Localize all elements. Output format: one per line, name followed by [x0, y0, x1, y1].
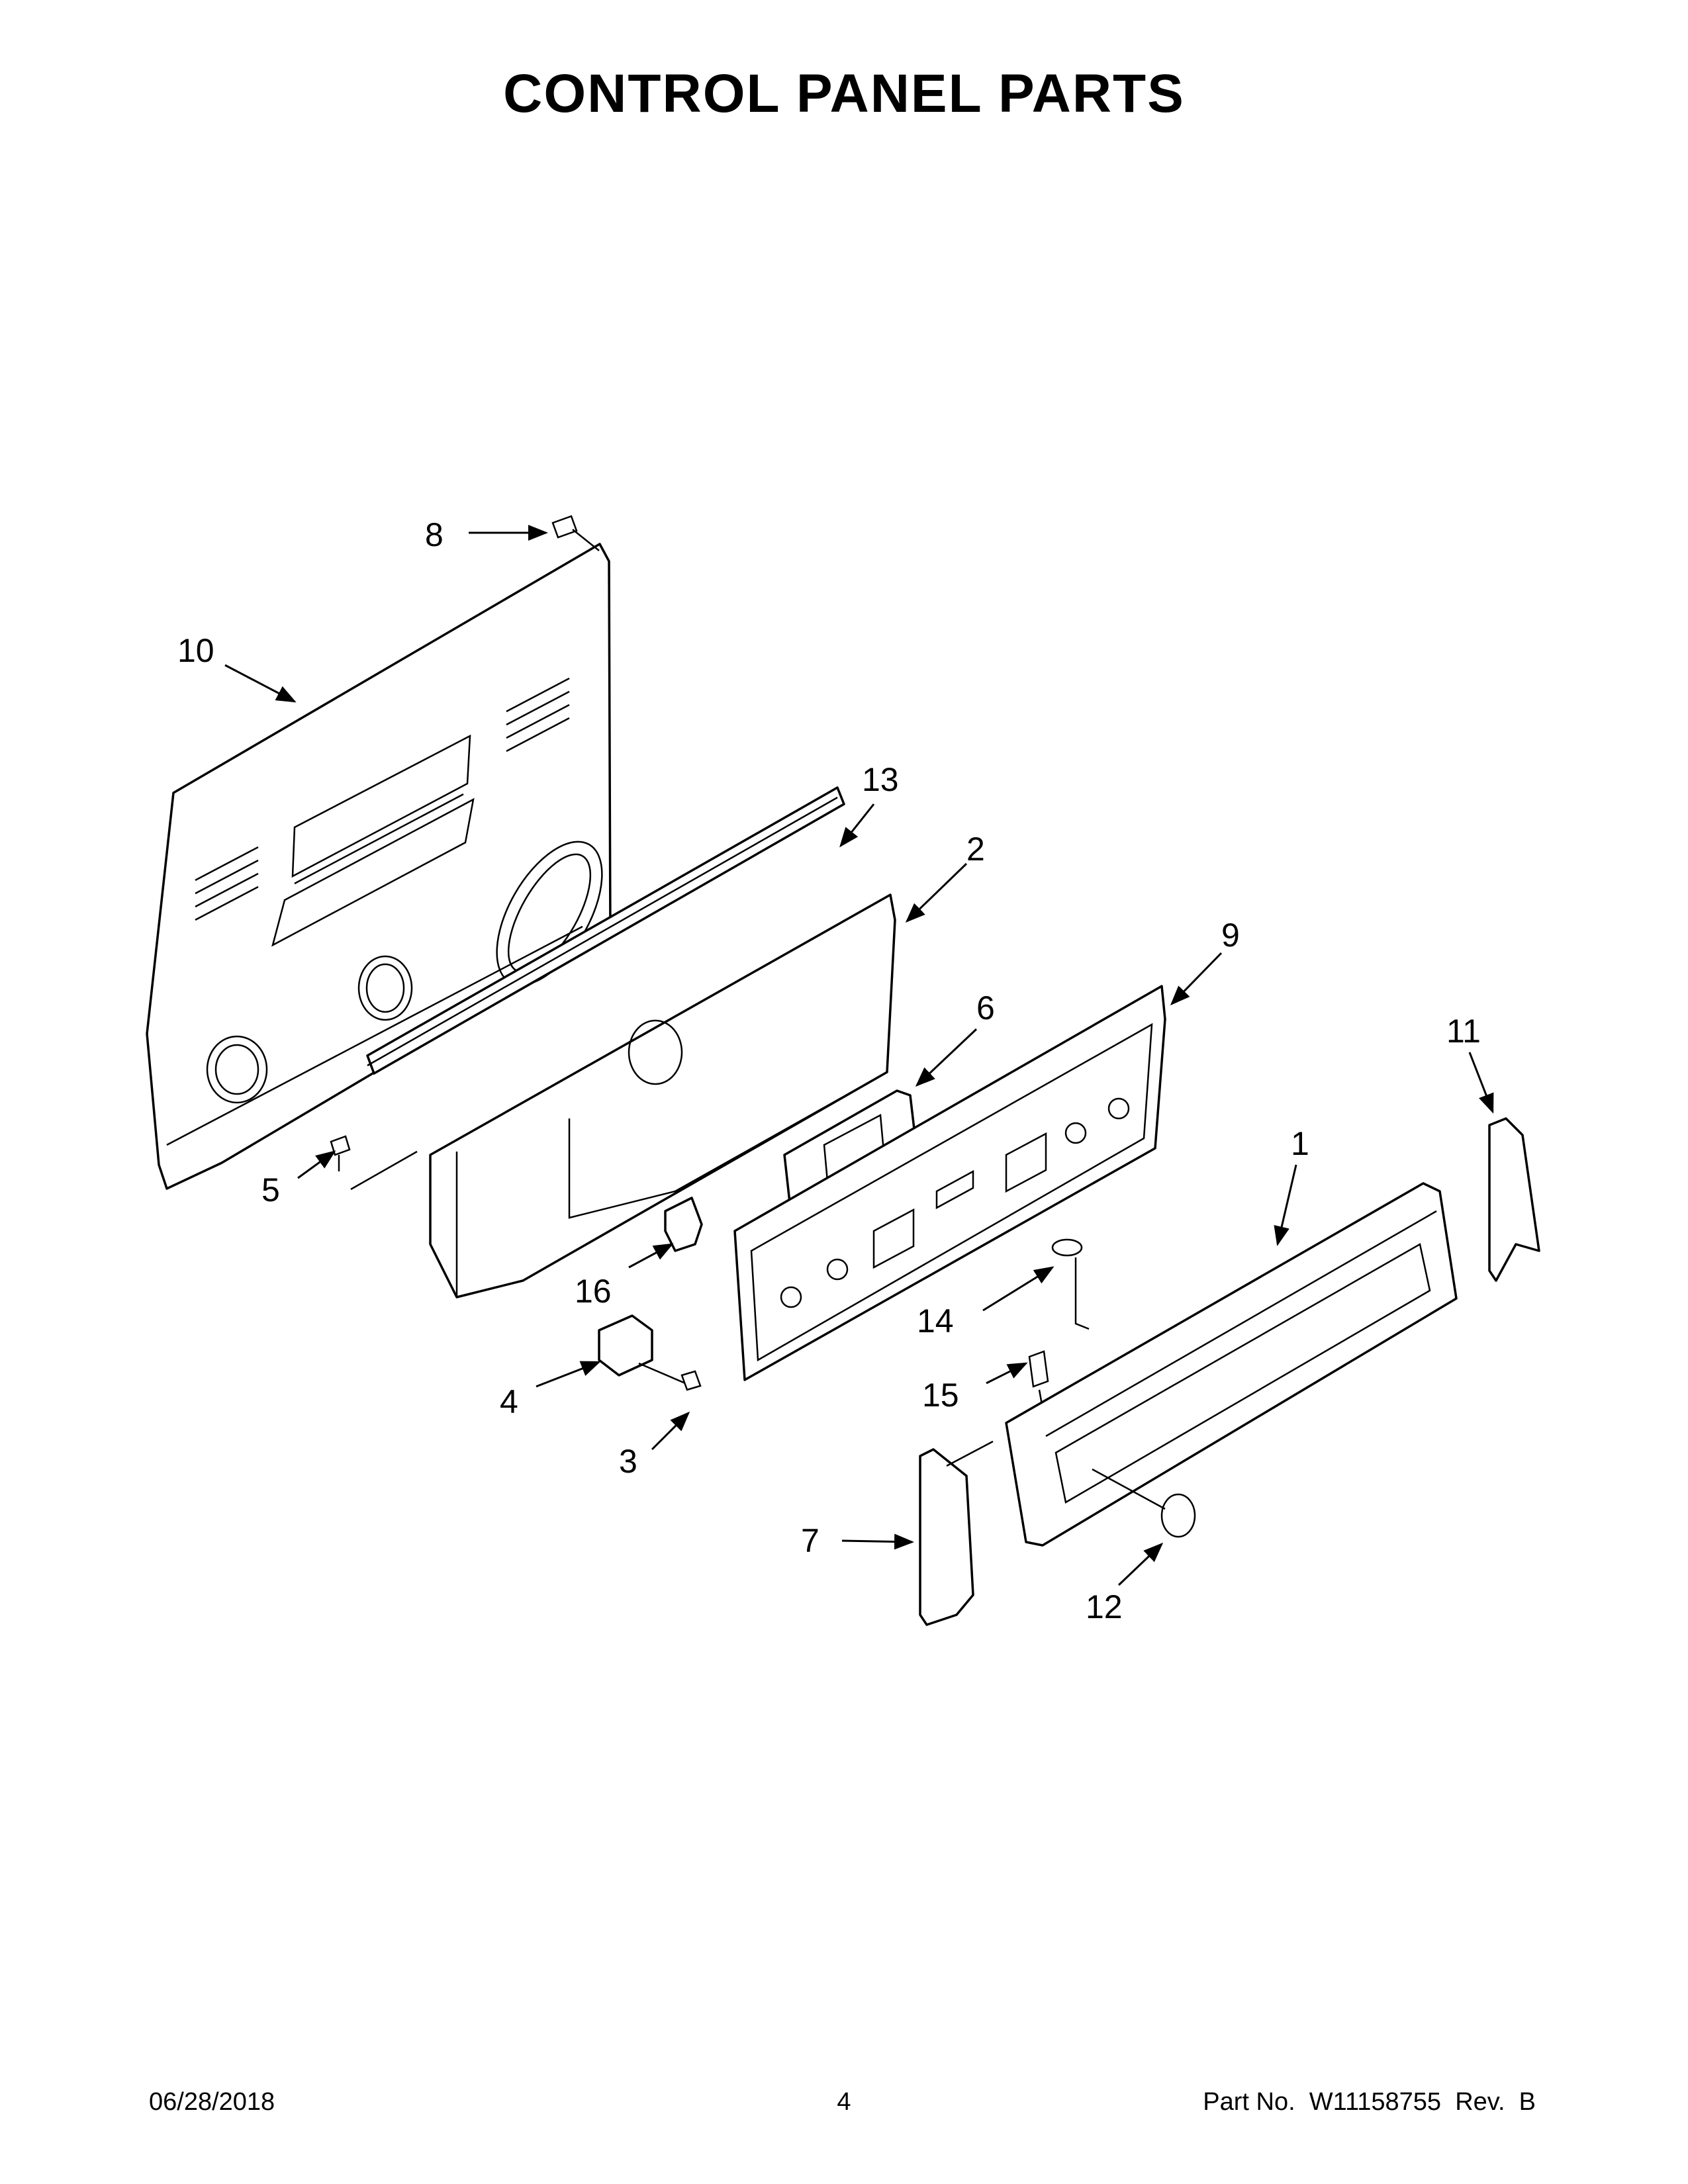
part-5-screw: [330, 1135, 418, 1191]
part-9-console: [733, 985, 1166, 1381]
leader-lines: [224, 525, 1494, 1586]
callout-4: 4: [500, 1383, 518, 1420]
callout-1: 1: [1291, 1125, 1309, 1162]
part-4-switch: [598, 1314, 653, 1377]
part-3-stem: [638, 1362, 702, 1391]
part-number: W11158755: [1309, 2088, 1442, 2116]
part-10-rear-panel: [146, 543, 612, 1190]
part-12-knob: [1092, 1468, 1196, 1538]
callout-10: 10: [177, 632, 214, 669]
callout-12: 12: [1086, 1588, 1123, 1625]
page-title: CONTROL PANEL PARTS: [503, 64, 1185, 124]
callout-7: 7: [801, 1522, 820, 1559]
part-prefix: Part No.: [1203, 2088, 1295, 2116]
footer-part-number: Part No. W11158755 Rev. B: [1203, 2088, 1536, 2116]
rev-prefix: Rev.: [1455, 2088, 1505, 2116]
callout-15: 15: [922, 1377, 959, 1414]
callout-8: 8: [425, 516, 444, 553]
part-14-sensor: [1051, 1238, 1090, 1330]
callout-3: 3: [619, 1443, 637, 1480]
callout-14: 14: [917, 1302, 954, 1340]
part-11-side-bracket: [1488, 1117, 1540, 1282]
part-16-switch: [664, 1197, 703, 1252]
part-8-screw: [551, 515, 600, 551]
callout-16: 16: [575, 1273, 612, 1310]
part-2-bracket: [429, 893, 896, 1298]
callout-11: 11: [1446, 1013, 1481, 1050]
part-7-side-bracket: [919, 1440, 994, 1626]
rev-value: B: [1519, 2088, 1536, 2116]
callout-13: 13: [862, 761, 899, 798]
footer-date: 06/28/2018: [149, 2088, 275, 2116]
callout-2: 2: [966, 831, 985, 868]
callout-5: 5: [261, 1171, 280, 1208]
footer-page-number: 4: [837, 2088, 851, 2116]
part-13-strip: [366, 786, 845, 1075]
callout-9: 9: [1221, 917, 1240, 954]
callout-6: 6: [976, 989, 995, 1026]
callout-labels: 8 10 13 2 9 6 11 1 5 16 14 4 15 3 7 12: [177, 516, 1481, 1625]
part-1-front-housing: [1005, 1182, 1458, 1547]
